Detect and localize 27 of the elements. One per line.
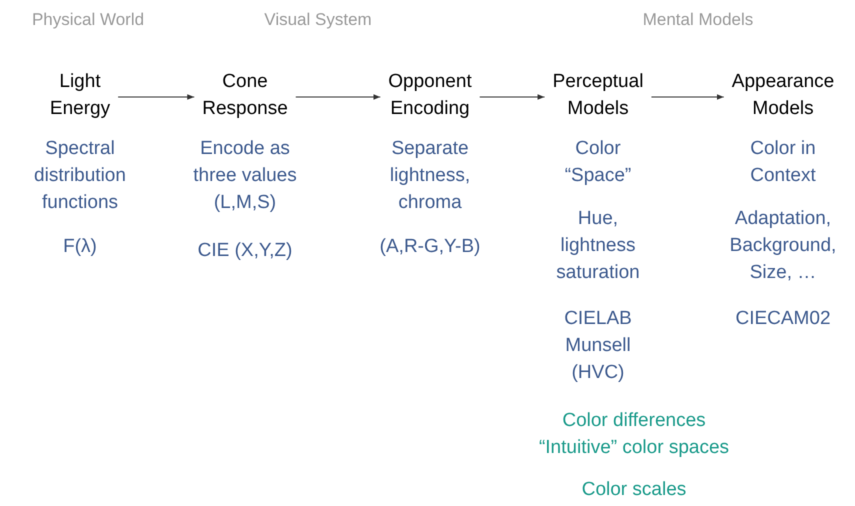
stage-label: Perceptual Models [546, 68, 650, 122]
stage-label: Cone Response [200, 68, 290, 122]
description-text: Color “Space” [564, 137, 632, 188]
stage-label: Light Energy [45, 68, 115, 122]
arrow [479, 94, 546, 100]
description-text: Adaptation, Background, Size, … [728, 207, 838, 285]
description-text: CIELAB Munsell (HVC) [563, 307, 633, 385]
description-text: (A,R-G,Y-B) [378, 235, 482, 259]
description-text: Hue, lightness saturation [555, 207, 641, 285]
arrow [650, 94, 724, 100]
description-text: CIECAM02 [734, 307, 832, 331]
arrow [118, 94, 195, 100]
arrow [295, 94, 381, 100]
description-text: Spectral distribution functions [33, 137, 127, 215]
section-heading: Visual System [263, 9, 373, 31]
description-text: CIE (X,Y,Z) [196, 239, 294, 263]
description-text: F(λ) [62, 235, 98, 259]
section-heading: Physical World [30, 9, 146, 31]
description-text: Encode as three values (L,M,S) [192, 137, 298, 215]
stage-label: Appearance Models [728, 68, 838, 122]
section-heading: Mental Models [642, 9, 754, 31]
description-text: Color in Context [749, 137, 817, 188]
application-text: Color scales [580, 478, 688, 502]
description-text: Separate lightness, chroma [388, 137, 472, 215]
application-text: “Intuitive” color spaces [538, 436, 730, 460]
stage-label: Opponent Encoding [380, 68, 480, 122]
application-text: Color differences [561, 409, 707, 433]
